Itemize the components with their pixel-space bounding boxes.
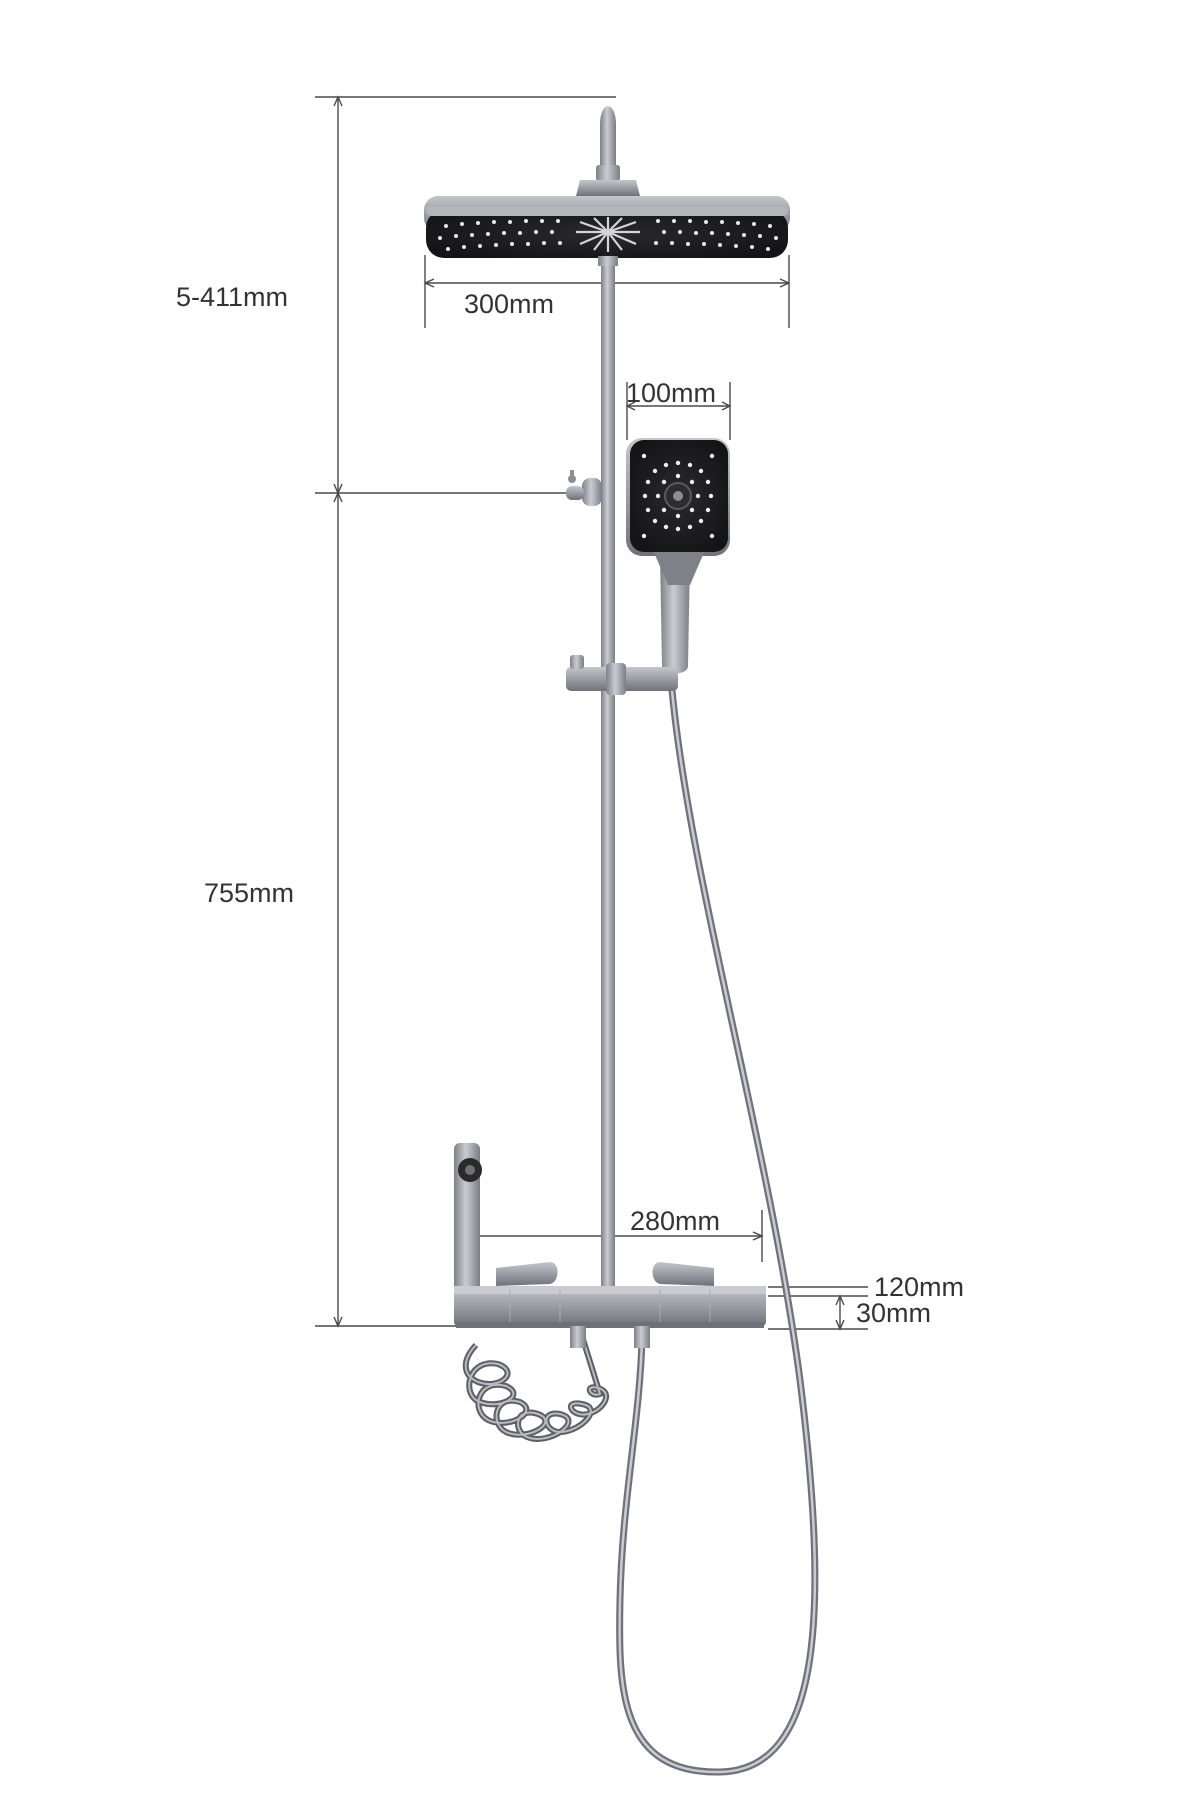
lower-height-label: 755mm	[204, 878, 295, 908]
shelf-height-label: 30mm	[856, 1298, 932, 1328]
dimension-lines	[315, 95, 868, 1331]
dim-arrow	[333, 491, 343, 503]
dim-arrow	[333, 1316, 343, 1328]
dim-arrow	[721, 401, 732, 411]
shower-riser-pipe	[576, 106, 640, 1310]
shelf-depth-label: 120mm	[874, 1272, 965, 1302]
lower-slide-holder	[566, 655, 678, 695]
rain-head-width-label: 300mm	[464, 289, 555, 319]
rain-shower-head-icon	[424, 196, 790, 266]
dim-arrow	[625, 401, 636, 411]
left-control-knob	[496, 1262, 558, 1286]
rain-head-nozzles	[438, 217, 778, 252]
dim-arrow	[333, 95, 343, 107]
hand-shower-hose	[616, 689, 819, 1776]
thermostatic-shelf	[454, 1262, 766, 1348]
dim-arrow	[835, 1319, 845, 1331]
upper-slide-bracket	[566, 470, 602, 506]
bidet-sprayer-icon	[454, 1143, 482, 1304]
right-control-knob	[652, 1262, 714, 1286]
hand-shower-icon	[626, 438, 730, 674]
dim-arrow	[423, 278, 435, 288]
dim-arrow	[835, 1294, 845, 1306]
upper-height-label: 5-411mm	[176, 282, 289, 312]
hand-shower-width-label: 100mm	[626, 378, 717, 408]
shelf-width-label: 280mm	[630, 1206, 721, 1236]
bidet-coil-hose	[462, 1335, 610, 1442]
dim-arrow	[779, 278, 791, 288]
dim-arrow	[752, 1231, 764, 1241]
hand-shower-nozzles	[641, 453, 715, 539]
rain-head-dot-pattern	[438, 219, 778, 251]
